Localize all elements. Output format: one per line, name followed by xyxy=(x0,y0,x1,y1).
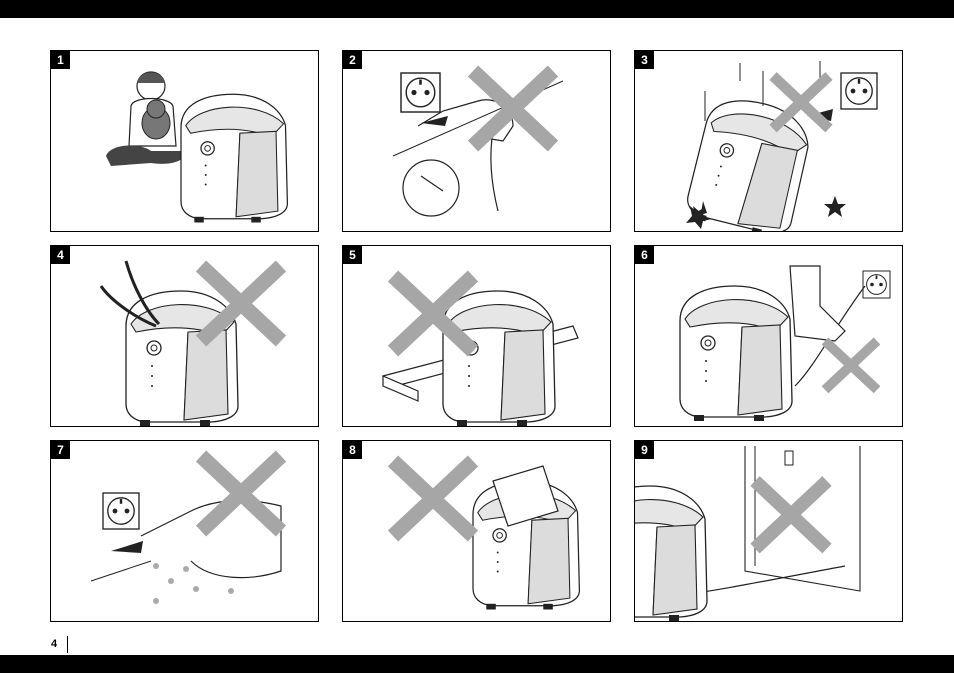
panel-7-wet-hands-warning: 7 xyxy=(50,440,319,622)
bottom-black-bar xyxy=(0,655,954,673)
panel-8-cover-device-warning: 8 xyxy=(342,440,611,622)
child-near-device-illustration xyxy=(51,51,318,231)
foot-on-cord-illustration xyxy=(635,246,902,426)
panel-6-cord-tripping-warning: 6 xyxy=(634,245,903,427)
panel-9-cord-under-door-warning: 9 xyxy=(634,440,903,622)
panel-4-cutting-tool-warning: 4 xyxy=(50,245,319,427)
wet-hand-plug-illustration xyxy=(51,441,318,621)
panel-number: 8 xyxy=(343,441,362,459)
panel-1-child-warning: 1 xyxy=(50,50,319,232)
plug-socket-illustration xyxy=(343,51,610,231)
paper-on-device-illustration xyxy=(343,441,610,621)
panel-number: 1 xyxy=(51,51,70,69)
panel-number: 5 xyxy=(343,246,362,264)
panel-number: 6 xyxy=(635,246,654,264)
panel-number: 4 xyxy=(51,246,70,264)
panel-number: 7 xyxy=(51,441,70,459)
panel-number: 2 xyxy=(343,51,362,69)
pliers-on-device-illustration xyxy=(51,246,318,426)
panel-number: 3 xyxy=(635,51,654,69)
panel-2-wet-hands-plug-warning: 2 xyxy=(342,50,611,232)
panel-3-falling-device-warning: 3 xyxy=(634,50,903,232)
device-on-shelf-edge-illustration xyxy=(343,246,610,426)
cord-under-door-illustration xyxy=(635,441,902,621)
panel-number: 9 xyxy=(635,441,654,459)
top-black-bar xyxy=(0,0,954,18)
dropped-device-illustration xyxy=(635,51,902,231)
panel-5-unstable-surface-warning: 5 xyxy=(342,245,611,427)
page-number: 4 xyxy=(51,636,68,653)
